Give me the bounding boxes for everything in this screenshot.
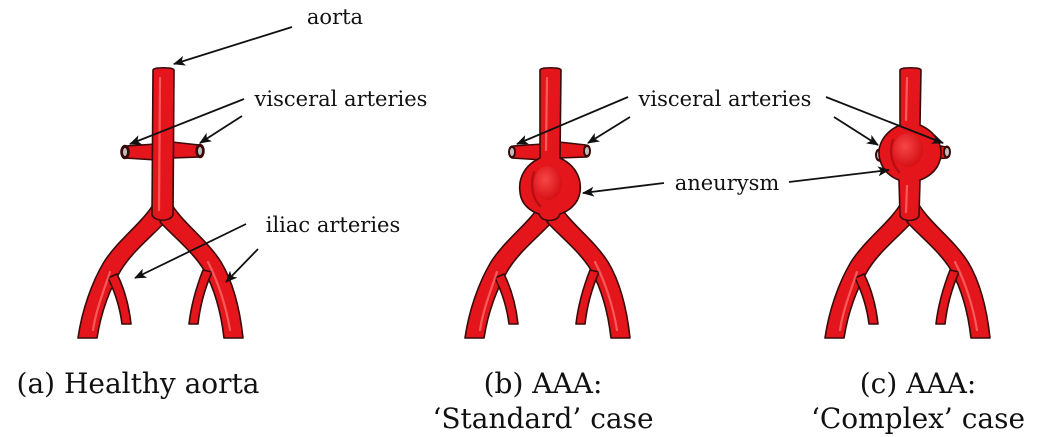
trunk-highlight <box>906 78 907 120</box>
caption-b-line1: (b) AAA: <box>484 367 603 400</box>
captions: (a) Healthy aorta (b) AAA: ‘Standard’ ca… <box>17 367 1026 435</box>
trunk-highlight <box>546 78 547 150</box>
right-internal-iliac <box>936 270 959 324</box>
caption-c-line1: (c) AAA: <box>860 367 977 400</box>
right-internal-iliac <box>576 270 599 324</box>
lower-trunk-highlight <box>906 186 907 212</box>
visceral-arrow-left-a <box>130 99 244 144</box>
aortic-trunk <box>152 68 174 221</box>
aneurysm-arrow-c <box>789 170 889 182</box>
label-visceral-arteries-a: visceral arteries <box>254 87 428 111</box>
right-iliac-artery <box>160 205 243 338</box>
label-aorta: aorta <box>307 5 363 29</box>
panel-complex-aaa <box>825 68 990 338</box>
right-visceral-lumen <box>945 148 949 156</box>
left-internal-iliac <box>495 274 518 324</box>
trunk-highlight <box>159 78 160 210</box>
visceral-arrow-left-c <box>834 117 878 145</box>
label-iliac-arteries: iliac arteries <box>266 213 401 237</box>
aorta-arrow <box>174 27 292 64</box>
visceral-arrow-left-b <box>517 97 628 144</box>
right-visceral-lumen <box>198 147 202 155</box>
right-iliac-artery <box>547 205 630 338</box>
right-iliac-artery <box>907 205 990 338</box>
visceral-arrow-right-a <box>200 116 242 143</box>
left-visceral-lumen <box>123 148 127 156</box>
right-internal-iliac <box>189 270 212 324</box>
label-visceral-arteries-b: visceral arteries <box>638 87 812 111</box>
caption-a: (a) Healthy aorta <box>17 367 260 400</box>
left-visceral-artery <box>512 144 543 160</box>
right-visceral-lumen <box>585 147 589 155</box>
left-visceral-lumen <box>510 148 514 156</box>
visceral-arrow-right-b <box>588 117 630 143</box>
iliac-arrow-right <box>226 249 258 282</box>
caption-b-line2: ‘Standard’ case <box>432 402 653 435</box>
aneurysm-sac <box>893 133 923 167</box>
right-visceral-artery <box>559 142 587 158</box>
left-internal-iliac <box>108 274 131 324</box>
caption-c-line2: ‘Complex’ case <box>811 402 1025 435</box>
left-internal-iliac <box>855 274 878 324</box>
aneurysm-sac <box>534 166 562 200</box>
panel-standard-aaa <box>465 68 630 338</box>
label-aneurysm: aneurysm <box>675 171 780 195</box>
aneurysm-arrow-b <box>583 183 664 193</box>
